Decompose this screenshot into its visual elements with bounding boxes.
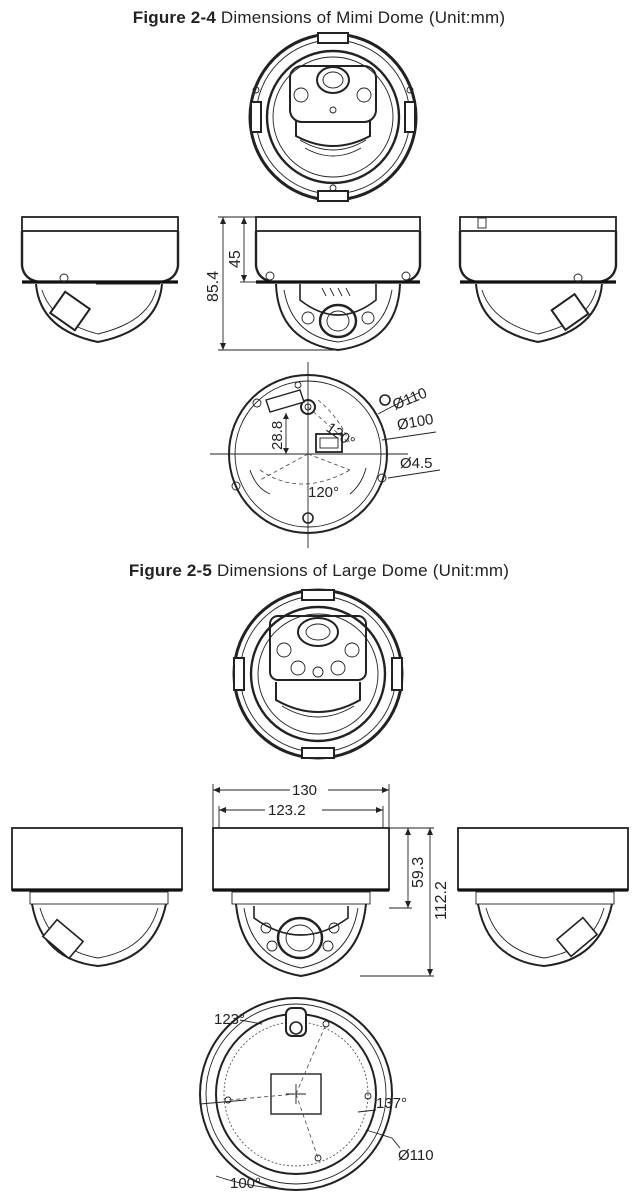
large-dome-left-view — [11, 827, 183, 968]
dim-height-total: 85.4 — [205, 271, 222, 302]
figure-2-4-label: Figure 2-4 — [132, 8, 216, 27]
figure-2-4-title: Dimensions of Mimi Dome — [220, 8, 424, 27]
dim-angle-1: 120° — [323, 419, 358, 451]
figure-2-4-unit: (Unit:mm) — [428, 8, 506, 27]
figure-2-5-title: Dimensions of Large Dome — [217, 561, 428, 580]
mini-dome-top-view — [248, 32, 418, 202]
dim-height-base-large: 59.3 — [410, 857, 427, 888]
dim-dia-large: Ø110 — [398, 1147, 434, 1164]
figure-2-5-unit: (Unit:mm) — [432, 561, 510, 580]
dim-height-total-large: 112.2 — [433, 881, 450, 920]
figure-2-5-label: Figure 2-5 — [128, 561, 213, 580]
dim-dia-outer: Ø110 — [390, 385, 429, 414]
dim-offset: 28.8 — [269, 421, 286, 450]
dim-angle-100: 100° — [230, 1175, 261, 1192]
mini-dome-right-view — [458, 216, 618, 344]
figure-2-5-caption: Figure 2-5 Dimensions of Large Dome (Uni… — [0, 561, 638, 581]
large-dome-top-view — [232, 588, 404, 760]
large-dome-base-plate: 123° 137° 100° Ø110 — [199, 997, 434, 1192]
mini-dome-left-view — [20, 216, 180, 344]
dim-angle-137: 137° — [376, 1095, 407, 1112]
figure-2-4-caption: Figure 2-4 Dimensions of Mimi Dome (Unit… — [0, 8, 638, 28]
mini-dome-front-view: 85.4 45 — [205, 216, 422, 352]
large-dome-front-view: 130 123.2 59.3 112.2 — [212, 782, 450, 978]
dim-height-base: 45 — [227, 250, 244, 268]
large-dome-right-view — [457, 827, 629, 968]
dim-width-outer: 130 — [292, 782, 317, 799]
dim-angle-123: 123° — [214, 1011, 245, 1028]
dim-hole: Ø4.5 — [400, 455, 433, 472]
mini-dome-base-plate: 28.8 120° 120° Ø110 Ø100 Ø4.5 — [210, 362, 441, 548]
dim-dia-inner: Ø100 — [396, 411, 435, 434]
dim-angle-2: 120° — [308, 484, 339, 501]
dim-width-inner: 123.2 — [268, 802, 306, 819]
